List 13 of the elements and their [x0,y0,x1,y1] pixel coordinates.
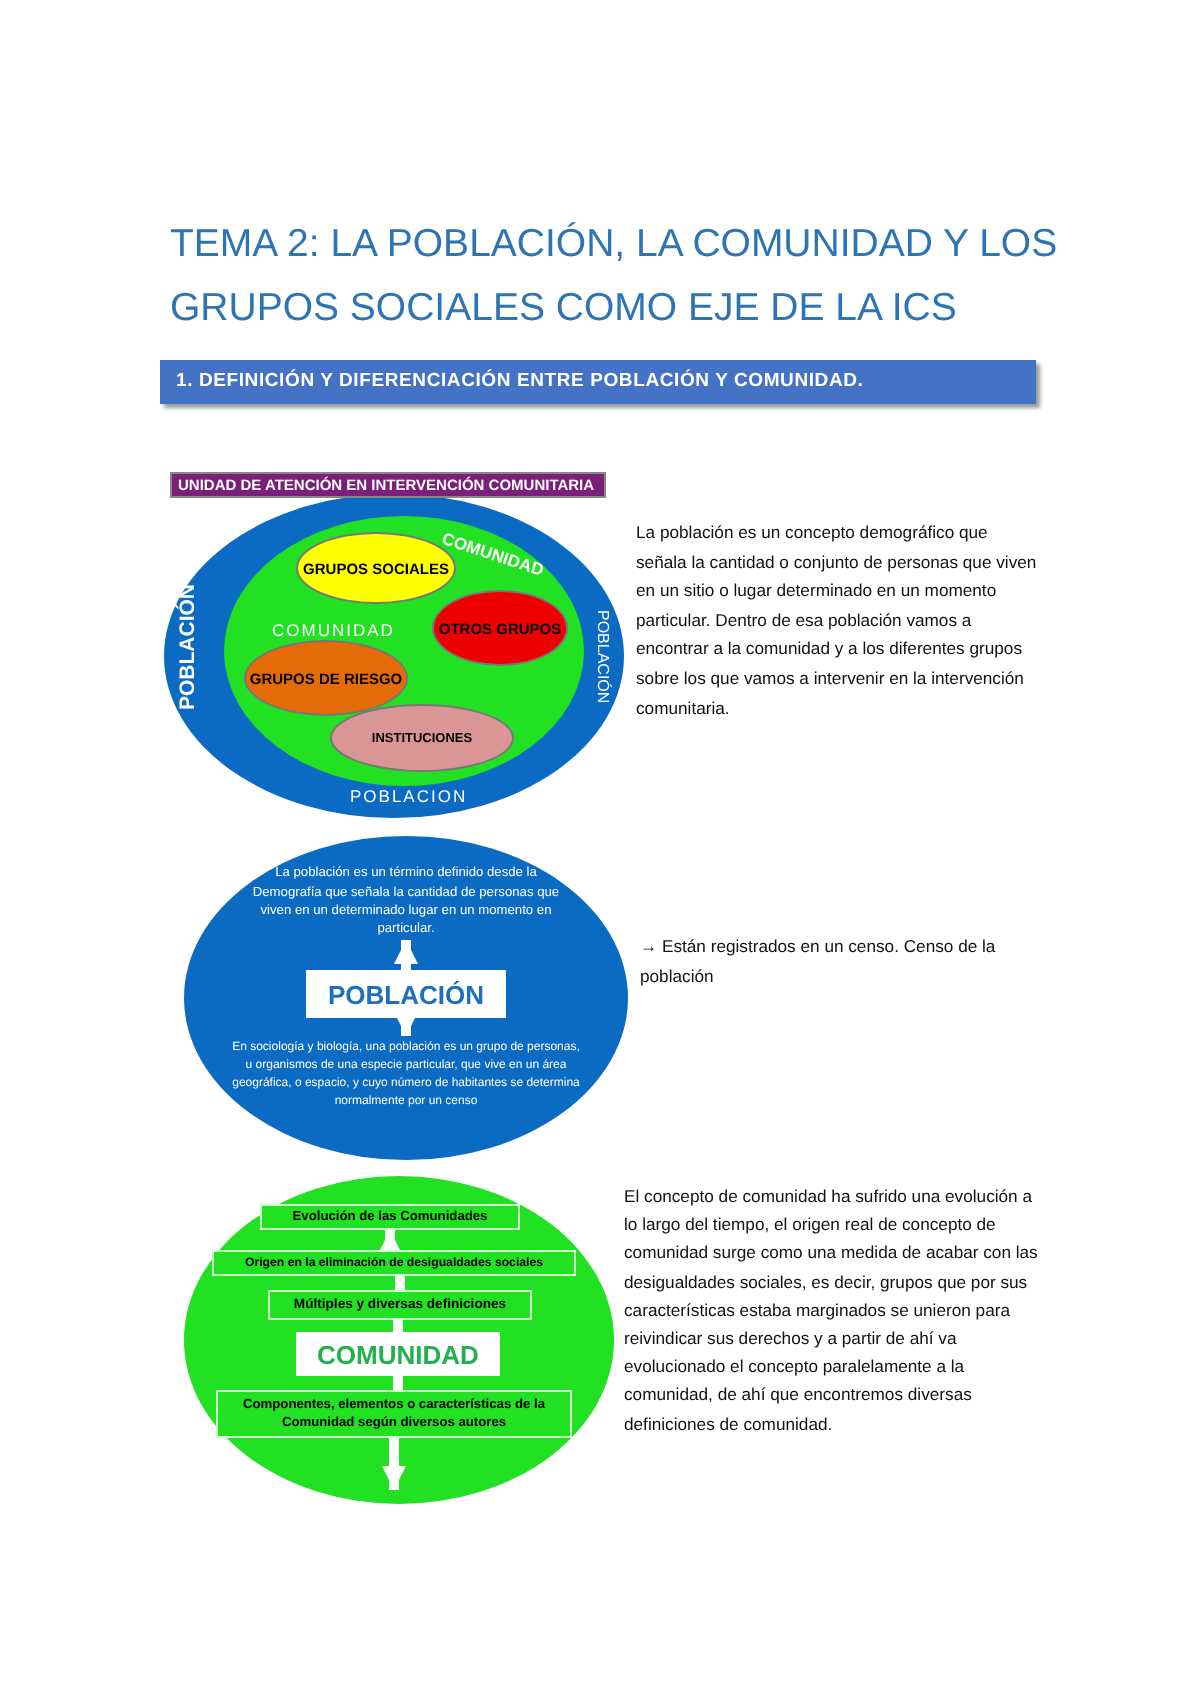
title-box: POBLACIÓN [306,970,506,1018]
population-label: POBLACION [350,786,468,806]
population-label: POBLACIÓN [594,610,612,704]
arrow [394,940,418,970]
paragraph: → Están registrados en un censo. Censo de la población [640,934,998,990]
paragraph: La población es un concepto demográfico que señala la cantidad o conjunto de personas que viven en un sitio o lugar determinado en un momento particular. Dentro de esa población vamos a encontrar a la comunidad y a los diferentes grupos sobre los que vamos a intervenir en la intervención comunitaria. [636,520,1039,722]
arrow [378,1230,402,1254]
paragraph: El concepto de comunidad ha sufrido una evolución a lo largo del tiempo, el origen real de concepto de comunidad surge como una medida de acabar con las desigualdades sociales, es decir, grupos que por sus características estaba marginados se unieron para reivindicar sus derechos y a partir de ahí va evolucionado el concepto paralelamente a la comunidad, de ahí que encontremos diversas definiciones de comunidad. [624,1184,1040,1438]
arrow [382,1438,406,1490]
community-label: COMUNIDAD [272,620,395,640]
title-box: COMUNIDAD [296,1332,500,1376]
section-heading: 1. DEFINICIÓN Y DIFERENCIACIÓN ENTRE POBLACIÓN Y COMUNIDAD. [160,360,1036,404]
page-title: TEMA 2: LA POBLACIÓN, LA COMUNIDAD Y LOS GRUPOS SOCIALES COMO EJE DE LA ICS [170,220,1060,334]
